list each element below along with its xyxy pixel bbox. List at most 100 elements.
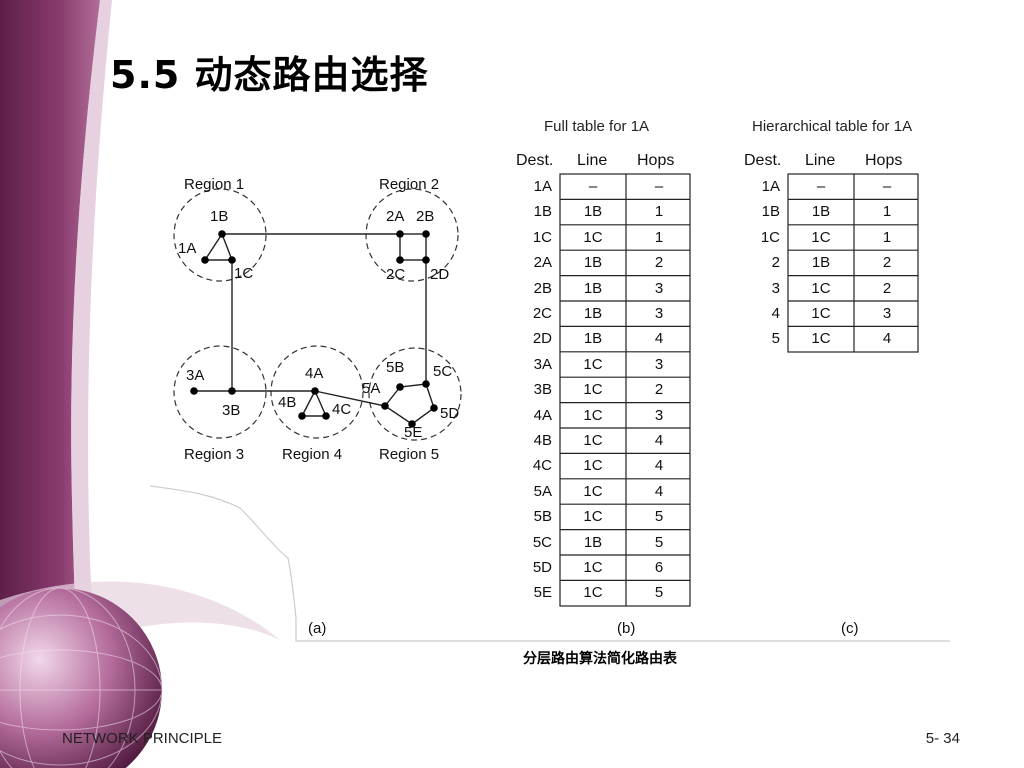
full_table-dest: 3B [533, 381, 552, 399]
hier_table-dest: 4 [771, 305, 780, 322]
full_table-dest: 1A [533, 178, 552, 195]
hier_table-line: – [816, 178, 826, 195]
full_table-hops: 4 [654, 432, 664, 449]
full_table-hops: 3 [654, 279, 664, 297]
full_table-hops: 2 [654, 254, 664, 272]
full_table-hops: 4 [654, 457, 664, 475]
hier-table-grid [787, 173, 919, 353]
full_table-line: 1C [583, 508, 603, 526]
node-2B [422, 230, 430, 238]
node-label-1A: 1A [178, 240, 197, 257]
hier_table-hops: 1 [882, 203, 892, 221]
link-4A-4B [301, 390, 316, 417]
full_table-hops: 1 [654, 203, 664, 221]
node-label-2D: 2D [430, 266, 450, 283]
hier_table-line: 1B [811, 254, 831, 272]
left-band [0, 0, 100, 768]
node-label-2A: 2A [386, 208, 405, 225]
hier_table-hops: 2 [882, 279, 892, 297]
node-5A [381, 402, 389, 410]
full_table-line: 1C [583, 457, 603, 475]
figure-caption: 分层路由算法简化路由表 [523, 651, 677, 667]
hier-table-title: Hierarchical table for 1A [752, 118, 913, 135]
footer-course-name: NETWORK PRINCIPLE [62, 730, 223, 747]
hier_table-dest: 5 [771, 330, 780, 348]
hier-table-header-hops: Hops [865, 152, 903, 169]
hier_table-line: 1C [811, 279, 831, 297]
links-region-5 [383, 383, 435, 425]
full_table-hops: 5 [654, 508, 664, 526]
node-4A [311, 387, 319, 395]
node-label-5B: 5B [386, 359, 405, 376]
link-4A-5A [314, 390, 386, 407]
full-table-header-line: Line [577, 152, 608, 169]
full_table-dest: 4B [533, 432, 552, 449]
node-5E [408, 420, 416, 428]
full_table-hops: 1 [654, 228, 664, 246]
full_table-line: 1C [583, 406, 603, 424]
links [194, 233, 435, 425]
figure-panel: Region 1 Region 2 Region 3 Region 4 Regi… [150, 108, 950, 648]
full_table-dest: 1C [532, 228, 552, 246]
node-label-1B: 1B [210, 208, 229, 225]
region-3-label: Region 3 [184, 446, 245, 463]
full-table-header-dest: Dest. [516, 152, 554, 169]
hier_table-dest: 1C [760, 228, 780, 246]
node-1B [218, 230, 226, 238]
full_table-dest: 5B [533, 508, 552, 526]
node-1C [228, 256, 236, 264]
full_table-hops: 4 [654, 330, 664, 348]
full_table-line: 1C [583, 584, 603, 602]
nodes [190, 230, 438, 428]
hier_table-dest: 1A [761, 178, 780, 195]
slide-title: 5.5 动态路由选择 [110, 53, 429, 97]
node-label-2C: 2C [386, 266, 406, 283]
node-2A [396, 230, 404, 238]
hier-table-row-lines [788, 198, 918, 327]
full_table-line: 1B [583, 305, 603, 322]
region-2-label: Region 2 [379, 176, 440, 193]
full_table-dest: 5A [533, 482, 552, 500]
node-5C [422, 380, 430, 388]
globe-decoration [0, 587, 163, 768]
full_table-dest: 1B [533, 203, 552, 221]
full_table-line: 1C [583, 432, 603, 449]
full_table-line: 1B [583, 533, 603, 551]
full_table-hops: 4 [654, 482, 664, 500]
node-1A [201, 256, 209, 264]
hier_table-dest: 1B [761, 203, 780, 221]
full_table-dest: 5E [533, 584, 552, 602]
full_table-line: 1B [583, 279, 603, 297]
full_table-dest: 5C [532, 533, 552, 551]
link-1B-1C [221, 233, 233, 261]
full_table-line: 1C [583, 228, 603, 246]
full-table-header-hops: Hops [637, 152, 675, 169]
full_table-hops: 3 [654, 406, 664, 424]
region-5-label: Region 5 [379, 446, 440, 463]
sub-label-c: (c) [841, 620, 859, 637]
full_table-dest: 4C [532, 457, 552, 475]
hier-table-header-dest: Dest. [744, 152, 782, 169]
full_table-hops: 5 [654, 584, 664, 602]
full_table-dest: 2A [533, 254, 552, 272]
full_table-dest: 2B [533, 279, 552, 297]
full_table-hops: 3 [654, 305, 664, 322]
node-label-3A: 3A [186, 367, 205, 384]
sub-label-a: (a) [308, 620, 327, 637]
node-4B [298, 412, 306, 420]
region-2-circle [365, 188, 459, 282]
full_table-hops: – [654, 178, 664, 195]
full_table-dest: 2C [532, 305, 552, 322]
hier_table-line: 1B [811, 203, 831, 221]
link-1A-1B [204, 233, 223, 261]
region-1-circle [173, 188, 267, 282]
node-label-2B: 2B [416, 208, 435, 225]
node-2C [396, 256, 404, 264]
full_table-line: 1B [583, 254, 603, 272]
full_table-line: 1C [583, 482, 603, 500]
torn-edge [150, 485, 950, 642]
full-table-grid [559, 173, 691, 607]
node-label-5C: 5C [433, 363, 453, 380]
node-label-3B: 3B [222, 402, 241, 419]
node-4C [322, 412, 330, 420]
